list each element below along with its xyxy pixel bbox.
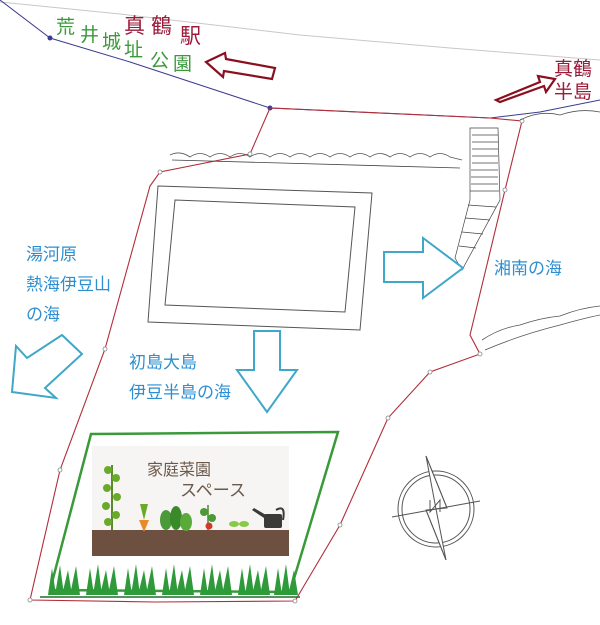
castle-char-1: 荒 (56, 16, 76, 38)
yugawara-line3: の海 (26, 305, 60, 325)
label-hatsushima: 初島大島 伊豆半島の海 (129, 348, 231, 408)
road-line-blue (0, 0, 600, 119)
arrow-to-hatsushima (235, 330, 299, 414)
peninsula-line1: 真鶴 (554, 58, 593, 80)
castle-char-2: 井 (80, 24, 100, 46)
watering-can-icon (252, 507, 285, 528)
road-line-top (0, 1, 600, 61)
arrow-to-station (204, 51, 277, 81)
yugawara-line2: 熱海伊豆山 (26, 275, 111, 295)
label-peninsula: 真鶴 半島 (554, 58, 592, 104)
castle-char-3: 城 (102, 31, 122, 53)
yugawara-line1: 湯河原 (26, 245, 77, 265)
building (147, 185, 373, 331)
compass-icon (391, 455, 481, 561)
label-yugawara: 湯河原 熱海伊豆山 の海 (26, 240, 111, 330)
peninsula-line2: 半島 (554, 81, 593, 103)
staircase (454, 127, 501, 271)
arrow-to-yugawara (10, 333, 84, 400)
station-line1: 真鶴 (124, 14, 178, 38)
garden-subtitle: スペース (180, 481, 246, 501)
cliff-edge (169, 152, 463, 161)
arrow-to-shonan (383, 236, 465, 300)
soil (92, 530, 289, 556)
castle-char-6: 園 (173, 53, 193, 75)
castle-char-5: 公 (150, 50, 170, 72)
vegetable-icon (102, 465, 249, 532)
plot-boundary (29, 107, 523, 603)
hatsushima-line1: 初島大島 (129, 353, 197, 373)
castle-char-4: 址 (124, 39, 144, 61)
label-shonan: 湘南の海 (494, 259, 562, 279)
arrow-to-peninsula (493, 74, 557, 104)
grass-icon (48, 564, 298, 595)
garden-title: 家庭菜園 (147, 460, 212, 479)
hatsushima-line2: 伊豆半島の海 (129, 383, 231, 403)
station-line2: 駅 (180, 24, 201, 48)
